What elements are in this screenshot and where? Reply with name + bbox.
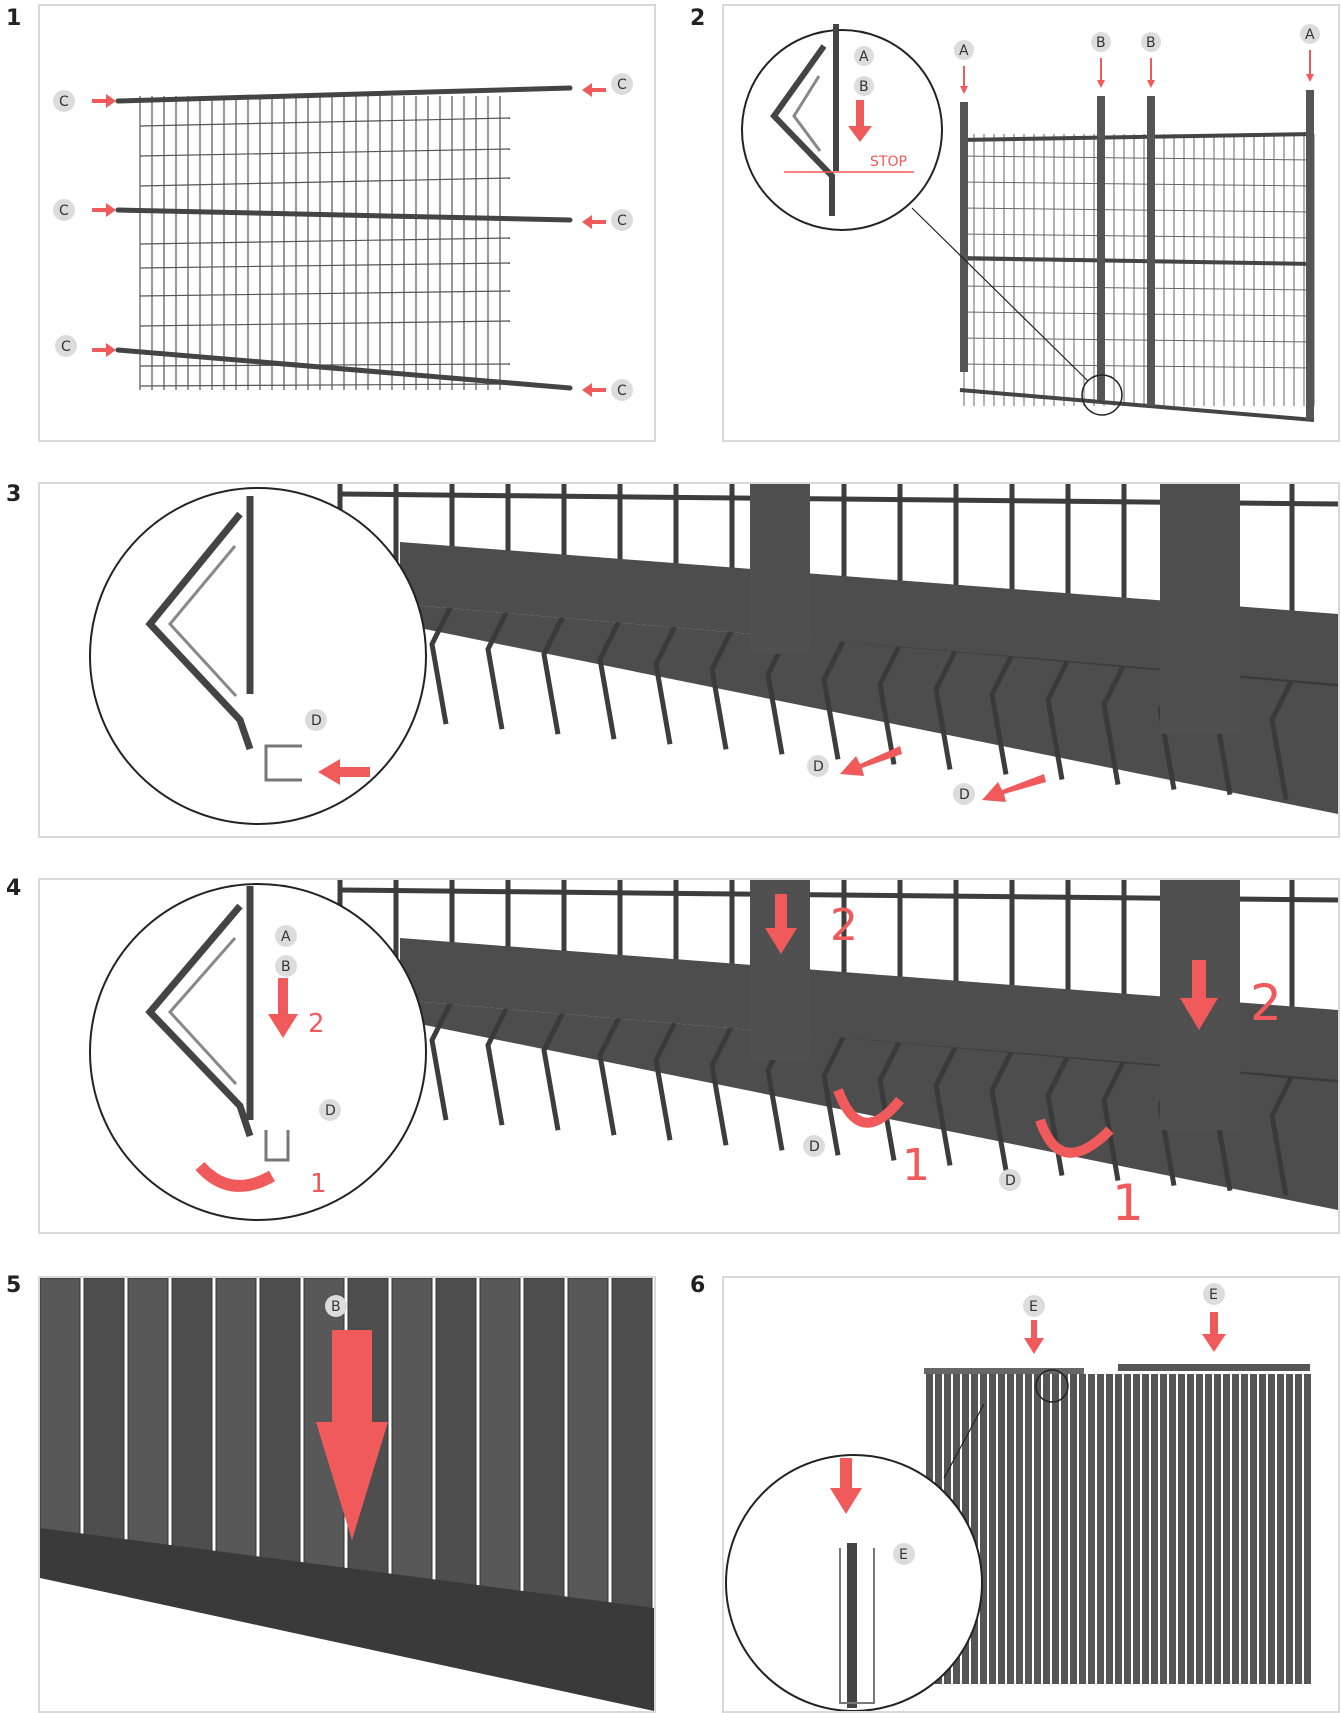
label-e: E — [1029, 1299, 1038, 1315]
panel-step-1: C C C C C C — [38, 4, 656, 442]
bottom-rail-illustration: D D D — [89, 484, 1338, 825]
label-c: C — [59, 203, 69, 219]
label-a: A — [1305, 27, 1315, 43]
label-c: C — [617, 213, 627, 229]
step-number-2-label: 2 — [830, 900, 858, 951]
label-d: D — [1005, 1173, 1016, 1189]
detail-circle — [89, 487, 427, 825]
panel-step-4: 2 1 A B D 2 2 1 1 D D — [38, 878, 1340, 1234]
label-c: C — [61, 339, 71, 355]
label-d: D — [959, 787, 970, 803]
detail-circle — [741, 29, 943, 231]
label-c: C — [617, 77, 627, 93]
detail-circle — [89, 883, 427, 1221]
step-number-2-label: 2 — [1250, 974, 1282, 1032]
panel-step-5: B — [38, 1276, 656, 1713]
panel-step-2: STOP A B A B B A — [722, 4, 1340, 442]
stop-label: STOP — [870, 154, 907, 170]
label-b: B — [331, 1299, 341, 1315]
step-number-6: 6 — [690, 1273, 706, 1298]
slat-insertion-illustration: B — [40, 1278, 654, 1711]
step-number-5: 5 — [6, 1273, 22, 1298]
panel-step-3: D D D — [38, 482, 1340, 838]
step-number-1-label: 1 — [902, 1140, 930, 1191]
label-d: D — [325, 1103, 336, 1119]
clip-lock-illustration: 2 1 A B D 2 2 1 1 D D — [89, 880, 1338, 1232]
label-d: D — [813, 759, 824, 775]
fence-panel-illustration: C C C C C C — [53, 73, 633, 401]
fence-with-posts-illustration: STOP A B A B B A — [741, 24, 1320, 422]
label-b: B — [859, 79, 869, 95]
label-b: B — [281, 959, 291, 975]
label-e: E — [1209, 1287, 1218, 1303]
label-a: A — [859, 49, 869, 65]
label-c: C — [59, 94, 69, 110]
step-number-2-label: 2 — [308, 1009, 325, 1039]
step-number-1: 1 — [6, 6, 22, 31]
label-c: C — [617, 383, 627, 399]
label-a: A — [959, 43, 969, 59]
label-e: E — [899, 1547, 908, 1563]
label-bubbles: C C C C C C — [53, 73, 633, 401]
step-number-3: 3 — [6, 482, 22, 507]
step-number-4: 4 — [6, 876, 22, 901]
label-d: D — [809, 1139, 820, 1155]
label-b: B — [1096, 35, 1106, 51]
label-d: D — [311, 713, 322, 729]
step-number-1-label: 1 — [310, 1169, 327, 1199]
label-a: A — [281, 929, 291, 945]
label-b: B — [1146, 35, 1156, 51]
top-cap-illustration: E E E — [725, 1283, 1311, 1711]
step-number-1-label: 1 — [1112, 1174, 1144, 1232]
step-number-2: 2 — [690, 6, 706, 31]
panel-step-6: E E E — [722, 1276, 1340, 1713]
